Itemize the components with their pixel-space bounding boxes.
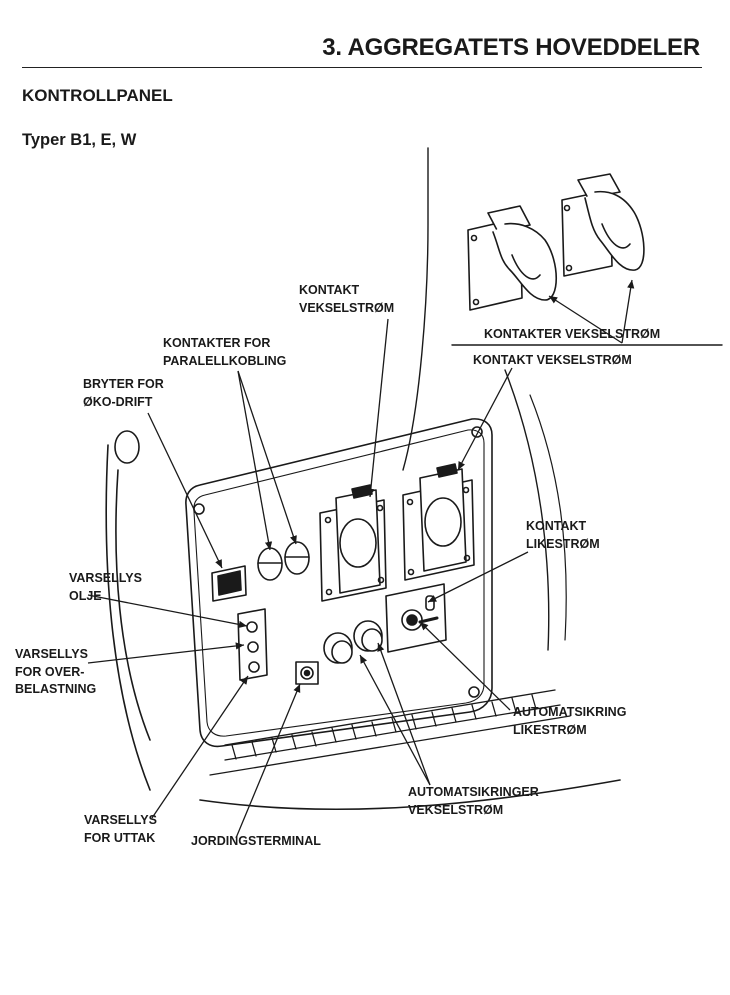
- label-line: FOR OVER-: [15, 664, 85, 679]
- panel-screw: [471, 426, 483, 438]
- label-kontakter-vekselstrom: KONTAKTER VEKSELSTRØM: [484, 326, 660, 344]
- label-line: VARSELLYS: [15, 647, 88, 661]
- panel-plate: [185, 418, 493, 748]
- label-line: PARALELLKOBLING: [163, 353, 287, 368]
- ac-socket-panel-1: [319, 484, 387, 602]
- label-line: VARSELLYS: [69, 571, 142, 585]
- page-title: 3. AGGREGATETS HOVEDDELER: [322, 34, 700, 61]
- label-varsellys-olje: VARSELLYS OLJE: [69, 570, 142, 605]
- label-line: KONTAKT: [526, 519, 587, 533]
- label-line: VEKSELSTRØM: [299, 300, 395, 315]
- ac-breakers: [323, 620, 383, 664]
- warning-lights: [237, 608, 268, 681]
- label-line: FOR UTTAK: [84, 830, 156, 845]
- parallel-terminals: [257, 541, 310, 581]
- ac-socket-large-2: [561, 173, 645, 277]
- generator-body: [105, 369, 621, 811]
- eco-switch: [211, 565, 247, 602]
- label-kontakt-vekselstrom-top: KONTAKT VEKSELSTRØM: [299, 282, 394, 317]
- label-line: BRYTER FOR: [83, 377, 164, 391]
- title-rule: [22, 67, 702, 68]
- label-line: LIKESTRØM: [526, 536, 600, 551]
- label-line: LIKESTRØM: [513, 722, 587, 737]
- label-bryter-for-oko-drift: BRYTER FOR ØKO-DRIFT: [83, 376, 164, 411]
- label-kontakt-vekselstrom-right: KONTAKT VEKSELSTRØM: [473, 352, 632, 370]
- label-kontakter-for-paralellkobling: KONTAKTER FOR PARALELLKOBLING: [163, 335, 286, 370]
- label-line: AUTOMATSIKRING: [513, 705, 627, 719]
- label-varsellys-for-uttak: VARSELLYS FOR UTTAK: [84, 812, 157, 847]
- label-line: BELASTNING: [15, 682, 97, 696]
- label-varsellys-overbelastning: VARSELLYS FOR OVER- BELASTNING: [15, 646, 96, 699]
- ac-socket-large-1: [467, 205, 557, 311]
- ac-socket-panel-2: [402, 463, 475, 581]
- label-line: ØKO-DRIFT: [83, 394, 153, 409]
- ground-terminal: [295, 661, 319, 685]
- section-subheading: Typer B1, E, W: [22, 131, 137, 149]
- label-line: AUTOMATSIKRINGER: [408, 785, 539, 799]
- panel-screw: [468, 686, 480, 698]
- section-heading: KONTROLLPANEL: [22, 86, 173, 105]
- label-line: KONTAKTER FOR: [163, 336, 271, 350]
- label-automatsikringer-vekselstrom: AUTOMATSIKRINGER VEKSELSTRØM: [408, 784, 539, 819]
- label-line: VEKSELSTRØM: [408, 802, 504, 817]
- label-line: VARSELLYS: [84, 813, 157, 827]
- dc-outlet: [385, 583, 447, 653]
- label-jordingsterminal: JORDINGSTERMINAL: [191, 833, 321, 851]
- label-line: JORDINGSTERMINAL: [191, 834, 321, 848]
- label-kontakt-likestrom: KONTAKT LIKESTRØM: [526, 518, 600, 553]
- label-line: OLJE: [69, 588, 102, 603]
- label-line: KONTAKTER VEKSELSTRØM: [484, 327, 661, 341]
- label-line: KONTAKT: [299, 283, 360, 297]
- label-line: KONTAKT VEKSELSTRØM: [473, 353, 632, 367]
- label-automatsikring-likestrom: AUTOMATSIKRING LIKESTRØM: [513, 704, 626, 739]
